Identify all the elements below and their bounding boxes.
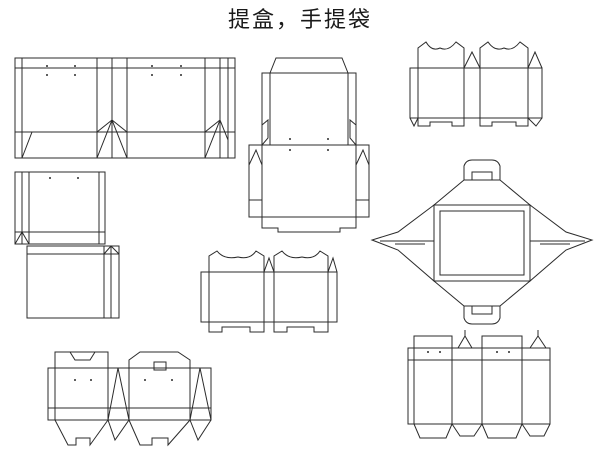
bag-dieline-small-upper (15, 172, 105, 244)
handle-box-dieline-top-right (410, 42, 542, 126)
diamond-carrier-dieline (372, 160, 592, 324)
cross-tray-dieline (249, 58, 369, 232)
handle-box-dieline-center (201, 251, 337, 332)
handle-box-dieline-bottom-right (408, 330, 550, 438)
bag-dieline-small-lower (27, 246, 119, 318)
handle-box-dieline-bottom-left (48, 352, 211, 445)
bag-dieline-wide (15, 58, 235, 158)
page-title: 提盒，手提袋 (227, 8, 372, 33)
